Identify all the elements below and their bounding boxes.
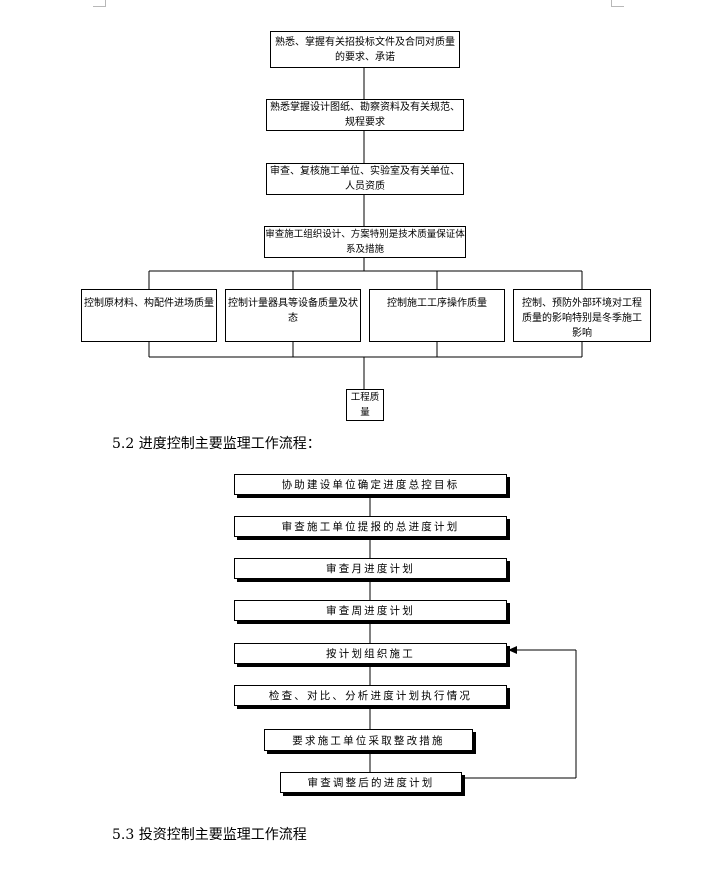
quality-step-3: 审查、复核施工单位、实验室及有关单位、人员资质: [266, 163, 464, 195]
section-heading-5-3: 5.3 投资控制主要监理工作流程: [112, 827, 307, 843]
quality-step-4: 审查施工组织设计、方案特别是技术质量保证体系及措施: [264, 226, 466, 258]
schedule-step-4: 审查周进度计划: [234, 600, 507, 621]
quality-result: 工程质量: [346, 389, 384, 421]
quality-branch-environment: 控制、预防外部环境对工程质量的影响特别是冬季施工影响: [513, 289, 651, 342]
schedule-step-1: 协助建设单位确定进度总控目标: [234, 474, 507, 495]
schedule-step-3: 审查月进度计划: [234, 558, 507, 579]
quality-branch-equipment: 控制计量器具等设备质量及状态: [225, 289, 361, 342]
schedule-step-5: 按计划组织施工: [234, 643, 507, 664]
quality-branch-process: 控制施工工序操作质量: [369, 289, 505, 342]
margin-mark-top-right: [611, 0, 624, 7]
schedule-step-6: 检查、对比、分析进度计划执行情况: [234, 685, 507, 706]
schedule-step-2: 审查施工单位提报的总进度计划: [234, 516, 507, 537]
section-heading-5-2: 5.2 进度控制主要监理工作流程：: [112, 436, 321, 452]
quality-step-1: 熟悉、掌握有关招投标文件及合同对质量的要求、承诺: [270, 31, 460, 68]
quality-branch-materials: 控制原材料、构配件进场质量: [81, 289, 217, 342]
schedule-step-7: 要求施工单位采取整改措施: [264, 729, 473, 751]
quality-step-2: 熟悉掌握设计图纸、勘察资料及有关规范、规程要求: [266, 99, 464, 131]
schedule-step-8: 审查调整后的进度计划: [280, 772, 462, 793]
margin-mark-top-left: [93, 0, 106, 7]
